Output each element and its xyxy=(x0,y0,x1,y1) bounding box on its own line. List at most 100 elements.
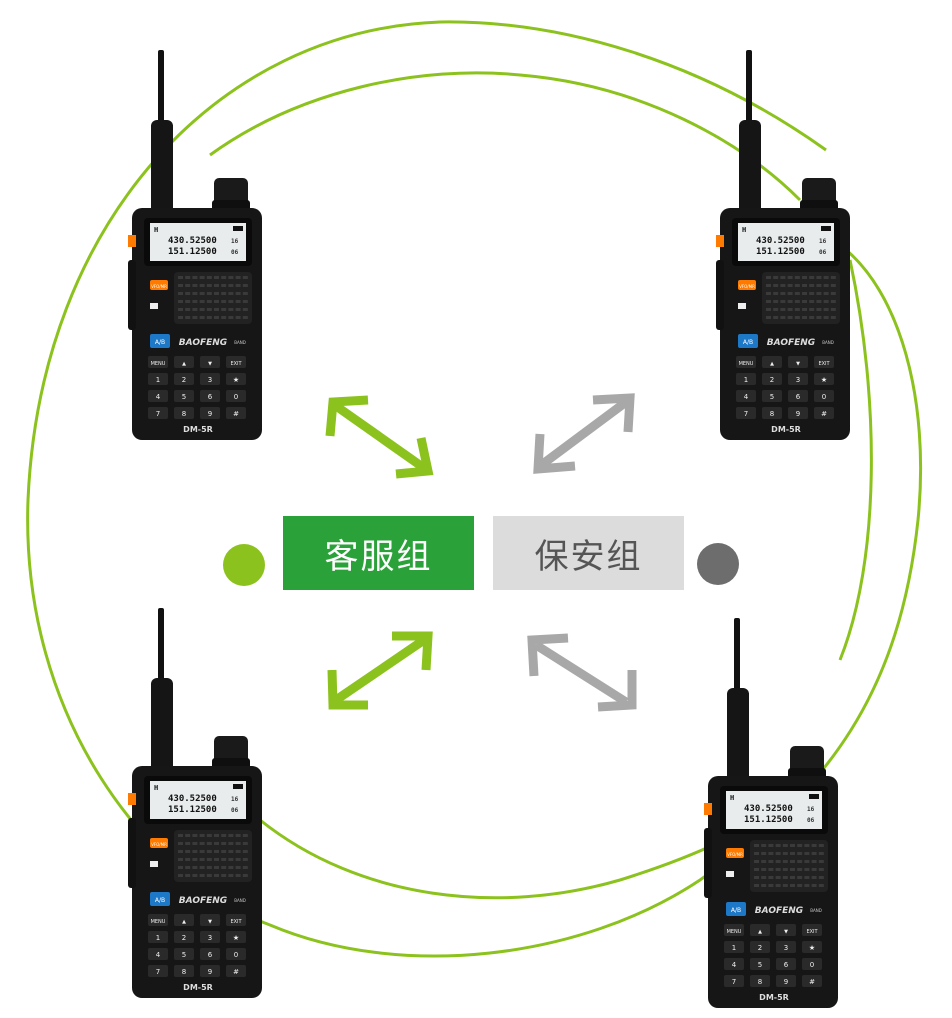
keypad-key xyxy=(226,407,246,419)
frequency-a: 430.52500 xyxy=(168,236,217,246)
keypad-key-label: 3 xyxy=(784,944,788,952)
keypad-key xyxy=(148,407,168,419)
keypad-key-label: 1 xyxy=(732,944,736,952)
group-dot-green xyxy=(223,544,265,586)
keypad-key-label: 8 xyxy=(758,978,762,986)
vfo-key xyxy=(738,280,756,290)
keypad-key xyxy=(174,373,194,385)
keypad-key xyxy=(736,390,756,402)
keypad-key xyxy=(776,924,796,936)
svg-text:BAND: BAND xyxy=(234,898,246,903)
keypad-key-label: 7 xyxy=(732,978,736,986)
keypad-key xyxy=(802,958,822,970)
keypad-key-label: MENU xyxy=(151,919,166,925)
keypad-key xyxy=(814,356,834,368)
lcd-screen xyxy=(726,791,822,829)
keypad-key xyxy=(200,373,220,385)
svg-text:VFO/MR: VFO/MR xyxy=(151,842,167,847)
frequency-a: 430.52500 xyxy=(168,794,217,804)
svg-text:16: 16 xyxy=(231,796,239,803)
keypad-key xyxy=(226,965,246,977)
radio-bottom-left: H 430.52500 151.12500 16 06 VFO/MR A/B B… xyxy=(128,608,268,998)
keypad-key-label: 9 xyxy=(208,968,212,976)
svg-text:16: 16 xyxy=(807,806,815,813)
keypad-key xyxy=(814,373,834,385)
keypad-key xyxy=(226,914,246,926)
ab-key xyxy=(150,334,170,348)
keypad-key xyxy=(148,948,168,960)
keypad-key xyxy=(200,914,220,926)
radio-illustration: H 430.52500 151.12500 16 06 VFO/MR A/B B… xyxy=(128,608,262,998)
keypad-key-label: 9 xyxy=(784,978,788,986)
keypad-key-label: 6 xyxy=(784,961,789,969)
keypad-key-label: 4 xyxy=(156,951,161,959)
keypad-key-label: 3 xyxy=(208,376,212,384)
model-label: DM-5R xyxy=(183,425,213,434)
antenna-base xyxy=(739,120,761,220)
keypad-key-label: # xyxy=(233,410,239,418)
keypad-key-label: 2 xyxy=(770,376,774,384)
keypad-key-label: 2 xyxy=(758,944,762,952)
keypad-key-label: 2 xyxy=(182,934,186,942)
frequency-a: 430.52500 xyxy=(744,804,793,814)
antenna xyxy=(158,608,164,688)
antenna xyxy=(158,50,164,130)
keypad-key xyxy=(174,356,194,368)
keypad-key xyxy=(148,965,168,977)
keypad-key xyxy=(200,948,220,960)
group-dot-gray xyxy=(697,543,739,585)
keypad-key xyxy=(776,941,796,953)
keypad-key-label: ★ xyxy=(809,944,815,952)
keypad-key xyxy=(776,958,796,970)
keypad-key-label: 3 xyxy=(208,934,212,942)
svg-text:06: 06 xyxy=(231,807,239,814)
keypad-key xyxy=(200,965,220,977)
keypad-key-label: ▲ xyxy=(182,919,186,925)
keypad-key xyxy=(174,948,194,960)
model-label: DM-5R xyxy=(759,993,789,1002)
svg-text:VFO/MR: VFO/MR xyxy=(739,284,755,289)
keypad-key-label: 4 xyxy=(156,393,161,401)
svg-text:06: 06 xyxy=(231,249,239,256)
model-label: DM-5R xyxy=(183,983,213,992)
ab-key xyxy=(726,902,746,916)
keypad-key xyxy=(788,390,808,402)
keypad-key-label: # xyxy=(821,410,827,418)
keypad-key xyxy=(750,975,770,987)
lcd-screen xyxy=(738,223,834,261)
svg-text:BAND: BAND xyxy=(822,340,834,345)
svg-text:16: 16 xyxy=(819,238,827,245)
keypad-key xyxy=(226,373,246,385)
keypad-key-label: 0 xyxy=(822,393,826,401)
arrow-bottom-right xyxy=(527,633,637,712)
keypad-key-label: 8 xyxy=(182,968,186,976)
svg-text:BAND: BAND xyxy=(810,908,822,913)
keypad-key xyxy=(762,356,782,368)
keypad-key xyxy=(802,924,822,936)
keypad-key xyxy=(750,941,770,953)
keypad-key-label: ▼ xyxy=(208,919,212,925)
keypad-key-label: EXIT xyxy=(230,919,242,925)
keypad-key-label: 6 xyxy=(208,951,213,959)
keypad-key-label: ▼ xyxy=(796,361,800,367)
vfo-key xyxy=(150,280,168,290)
frequency-b: 151.12500 xyxy=(744,815,793,825)
keypad-key xyxy=(724,924,744,936)
connection-ring-inner xyxy=(209,71,802,202)
keypad-key-label: 5 xyxy=(182,951,186,959)
keypad-key-label: 2 xyxy=(182,376,186,384)
keypad-key-label: 5 xyxy=(758,961,762,969)
frequency-b: 151.12500 xyxy=(168,805,217,815)
security-group-label: 保安组 xyxy=(493,516,684,590)
keypad-key-label: ▲ xyxy=(182,361,186,367)
keypad-key xyxy=(148,356,168,368)
keypad-key xyxy=(174,914,194,926)
keypad-key-label: 3 xyxy=(796,376,800,384)
keypad-key-label: ★ xyxy=(821,376,827,384)
keypad-key-label: 0 xyxy=(234,393,238,401)
keypad-key-label: 0 xyxy=(810,961,814,969)
svg-text:06: 06 xyxy=(807,817,815,824)
keypad-key xyxy=(750,924,770,936)
vfo-key xyxy=(150,838,168,848)
